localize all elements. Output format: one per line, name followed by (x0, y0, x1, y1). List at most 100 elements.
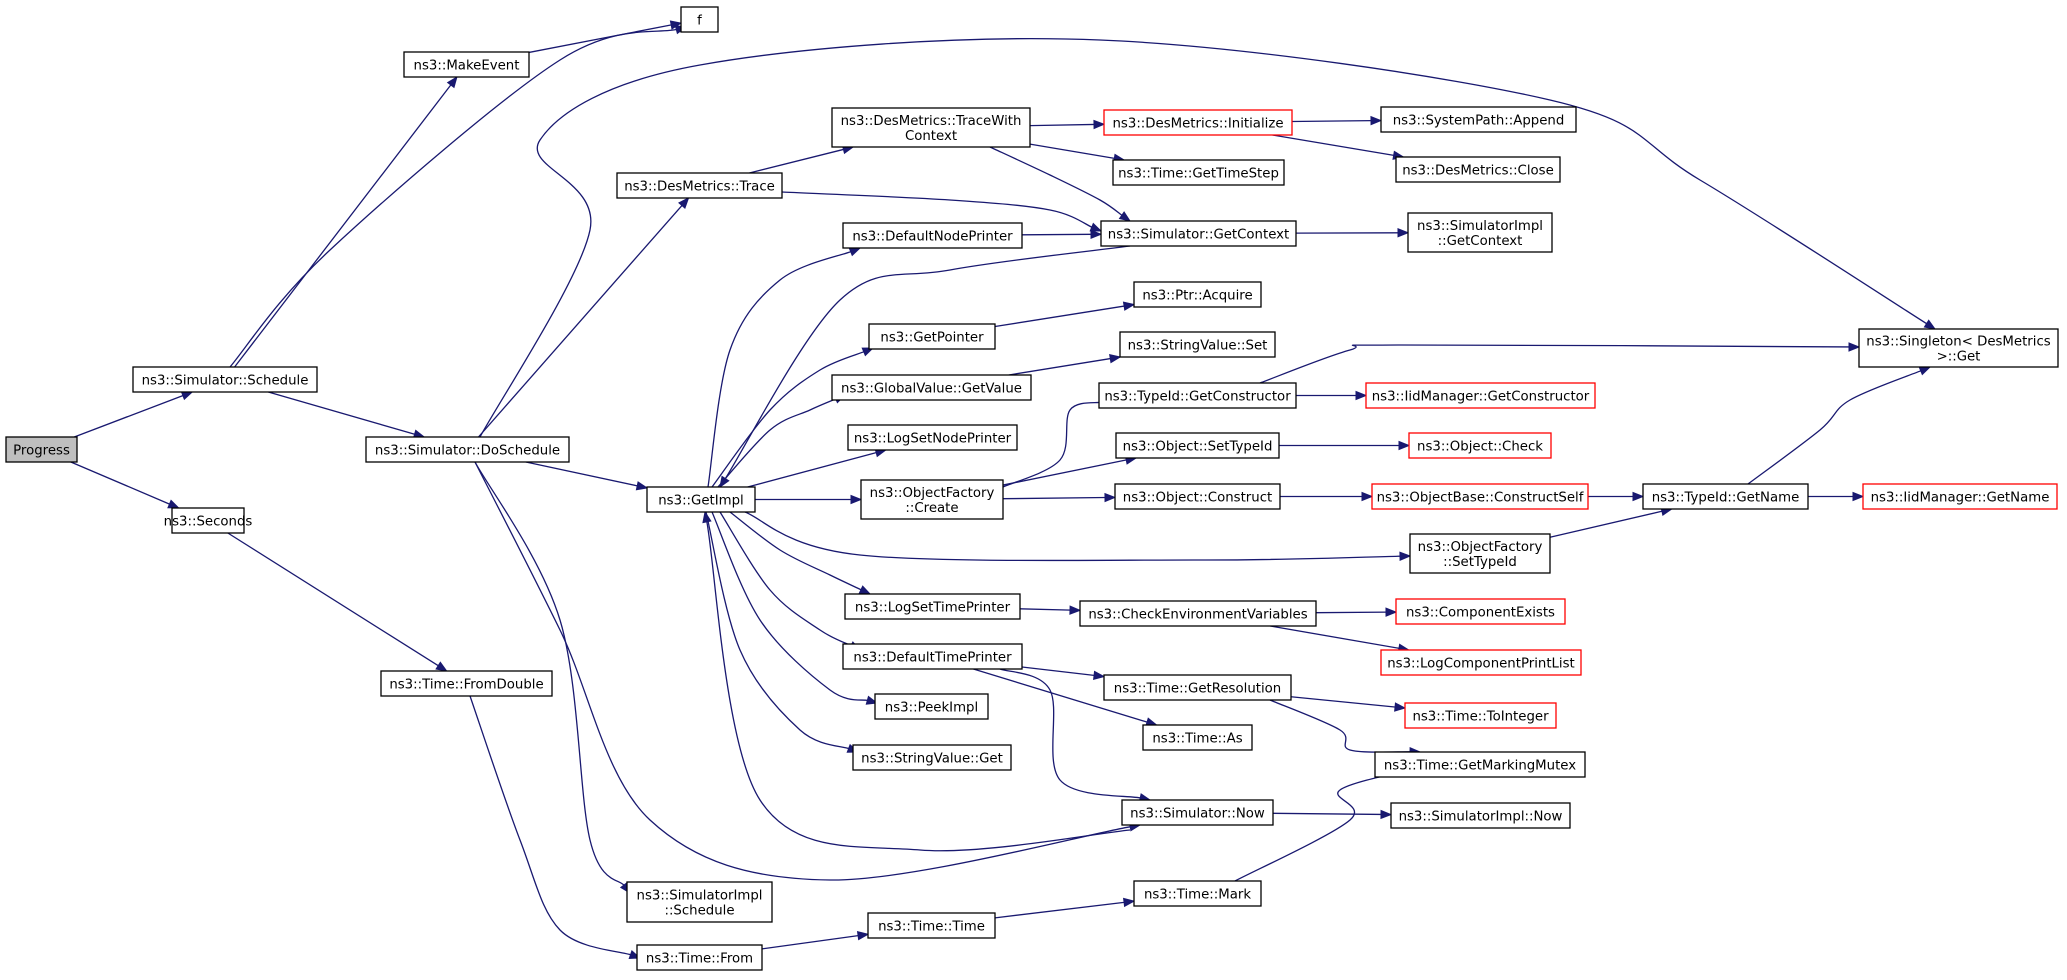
node-box[interactable] (1133, 281, 1262, 308)
node-object_construct[interactable]: ns3::Object::Construct (1114, 483, 1281, 510)
node-box[interactable] (842, 222, 1023, 249)
node-box[interactable] (852, 744, 1012, 771)
node-time_mark[interactable]: ns3::Time::Mark (1133, 880, 1262, 907)
node-box[interactable] (636, 944, 763, 971)
node-singleton_get[interactable]: ns3::Singleton< DesMetrics >::Get (1858, 328, 2059, 368)
node-box[interactable] (1100, 220, 1297, 247)
node-box[interactable] (867, 912, 996, 939)
node-box[interactable] (1404, 702, 1557, 729)
node-typeid_getname[interactable]: ns3::TypeId::GetName (1642, 483, 1809, 510)
node-seconds[interactable]: ns3::Seconds (164, 507, 253, 534)
node-box[interactable] (5, 436, 78, 463)
node-check_env[interactable]: ns3::CheckEnvironmentVariables (1079, 600, 1317, 627)
node-progress[interactable]: Progress (5, 436, 78, 463)
node-box[interactable] (1642, 483, 1809, 510)
node-box[interactable] (1119, 331, 1276, 358)
node-box[interactable] (860, 479, 1004, 520)
node-log_component_printlist[interactable]: ns3::LogComponentPrintList (1380, 649, 1582, 676)
node-component_exists[interactable]: ns3::ComponentExists (1395, 598, 1566, 625)
node-ptr_acquire[interactable]: ns3::Ptr::Acquire (1133, 281, 1262, 308)
node-box[interactable] (380, 670, 553, 697)
node-time_time[interactable]: ns3::Time::Time (867, 912, 996, 939)
node-time_getresolution[interactable]: ns3::Time::GetResolution (1103, 674, 1292, 701)
node-box[interactable] (844, 593, 1021, 620)
node-objfactory_create[interactable]: ns3::ObjectFactory::Create (860, 479, 1004, 520)
node-box[interactable] (680, 6, 719, 33)
node-box[interactable] (1374, 751, 1586, 778)
node-box[interactable] (1112, 159, 1285, 186)
node-do_schedule[interactable]: ns3::Simulator::DoSchedule (365, 436, 570, 463)
node-box[interactable] (847, 424, 1018, 451)
node-box[interactable] (1395, 156, 1561, 183)
node-log_set_time_printer[interactable]: ns3::LogSetTimePrinter (844, 593, 1021, 620)
node-sim_schedule[interactable]: ns3::Simulator::Schedule (132, 366, 318, 393)
node-des_initialize[interactable]: ns3::DesMetrics::Initialize (1103, 109, 1293, 136)
node-box[interactable] (1103, 674, 1292, 701)
node-log_set_node_printer[interactable]: ns3::LogSetNodePrinter (847, 424, 1018, 451)
node-typeid_getconstructor[interactable]: ns3::TypeId::GetConstructor (1098, 382, 1297, 409)
node-simimpl_schedule[interactable]: ns3::SimulatorImpl::Schedule (626, 881, 773, 923)
node-gv_getvalue[interactable]: ns3::GlobalValue::GetValue (831, 374, 1032, 401)
node-box[interactable] (1395, 598, 1566, 625)
node-default_node_printer[interactable]: ns3::DefaultNodePrinter (842, 222, 1023, 249)
node-box[interactable] (1121, 799, 1274, 826)
node-box[interactable] (403, 51, 530, 78)
node-peek_impl[interactable]: ns3::PeekImpl (874, 693, 989, 720)
node-sim_getcontext[interactable]: ns3::Simulator::GetContext (1100, 220, 1297, 247)
node-objbase_constructself[interactable]: ns3::ObjectBase::ConstructSelf (1371, 483, 1589, 510)
node-box[interactable] (1390, 802, 1571, 829)
node-sv_get[interactable]: ns3::StringValue::Get (852, 744, 1012, 771)
node-box[interactable] (1103, 109, 1293, 136)
node-objfactory_settypeid[interactable]: ns3::ObjectFactory::SetTypeId (1409, 533, 1551, 574)
node-box[interactable] (1142, 724, 1253, 751)
node-object_settypeid[interactable]: ns3::Object::SetTypeId (1115, 432, 1280, 459)
node-box[interactable] (1407, 212, 1553, 253)
node-sv_set[interactable]: ns3::StringValue::Set (1119, 331, 1276, 358)
node-object_check[interactable]: ns3::Object::Check (1408, 432, 1552, 459)
node-make_event[interactable]: ns3::MakeEvent (403, 51, 530, 78)
node-default_time_printer[interactable]: ns3::DefaultTimePrinter (842, 643, 1023, 670)
node-des_trace[interactable]: ns3::DesMetrics::Trace (616, 172, 783, 199)
node-box[interactable] (646, 486, 756, 513)
node-box[interactable] (365, 436, 570, 463)
node-time_from[interactable]: ns3::Time::From (636, 944, 763, 971)
node-box[interactable] (842, 643, 1023, 670)
node-box[interactable] (1862, 483, 2058, 510)
node-box[interactable] (831, 374, 1032, 401)
node-box[interactable] (132, 366, 318, 393)
node-box[interactable] (868, 323, 996, 350)
node-box[interactable] (1409, 533, 1551, 574)
node-get_impl[interactable]: ns3::GetImpl (646, 486, 756, 513)
node-box[interactable] (626, 881, 773, 923)
node-time_getmarkingmutex[interactable]: ns3::Time::GetMarkingMutex (1374, 751, 1586, 778)
node-box[interactable] (831, 107, 1031, 148)
node-simimpl_getcontext[interactable]: ns3::SimulatorImpl::GetContext (1407, 212, 1553, 253)
node-f[interactable]: f (680, 6, 719, 33)
node-box[interactable] (1079, 600, 1317, 627)
node-box[interactable] (1365, 382, 1596, 409)
node-time_as[interactable]: ns3::Time::As (1142, 724, 1253, 751)
node-iid_getconstructor[interactable]: ns3::IidManager::GetConstructor (1365, 382, 1596, 409)
node-from_double[interactable]: ns3::Time::FromDouble (380, 670, 553, 697)
node-time_gettimestep[interactable]: ns3::Time::GetTimeStep (1112, 159, 1285, 186)
node-box[interactable] (1408, 432, 1552, 459)
node-box[interactable] (1115, 432, 1280, 459)
node-box[interactable] (1380, 106, 1577, 133)
node-box[interactable] (1114, 483, 1281, 510)
node-box[interactable] (1133, 880, 1262, 907)
node-box[interactable] (1858, 328, 2059, 368)
node-syspath_append[interactable]: ns3::SystemPath::Append (1380, 106, 1577, 133)
node-simimpl_now[interactable]: ns3::SimulatorImpl::Now (1390, 802, 1571, 829)
node-box[interactable] (1371, 483, 1589, 510)
node-time_tointeger[interactable]: ns3::Time::ToInteger (1404, 702, 1557, 729)
node-box[interactable] (171, 507, 245, 534)
node-box[interactable] (1380, 649, 1582, 676)
node-iid_getname[interactable]: ns3::IidManager::GetName (1862, 483, 2058, 510)
node-box[interactable] (1098, 382, 1297, 409)
node-box[interactable] (616, 172, 783, 199)
node-get_pointer[interactable]: ns3::GetPointer (868, 323, 996, 350)
node-sim_now[interactable]: ns3::Simulator::Now (1121, 799, 1274, 826)
node-box[interactable] (874, 693, 989, 720)
node-des_close[interactable]: ns3::DesMetrics::Close (1395, 156, 1561, 183)
